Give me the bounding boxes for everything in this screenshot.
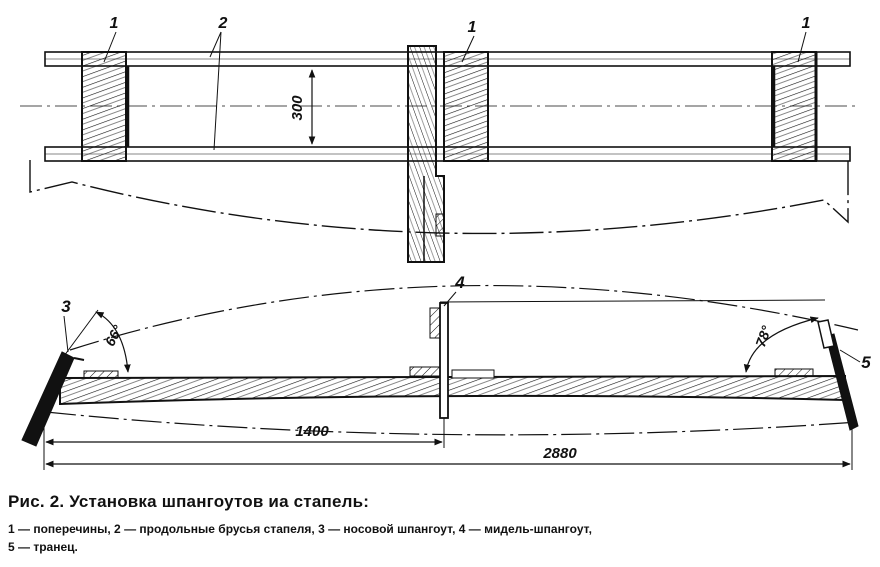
midship-frame-top (407, 45, 445, 263)
callout-1-left: 1 (103, 15, 119, 63)
callout-5: 5 (839, 349, 871, 372)
callout-1-right: 1 (797, 15, 811, 63)
caption-legend-line-2: 5 — транец. (8, 540, 78, 554)
sheer-line (69, 284, 859, 351)
svg-text:1: 1 (110, 15, 119, 32)
crossbar-left (81, 51, 127, 162)
angle-bow: 66° (63, 309, 131, 373)
dimension-2880: 2880 (45, 445, 851, 468)
slipway-diagram: 300 1 2 1 1 (20, 15, 871, 470)
dimension-2880-label: 2880 (542, 445, 577, 462)
crossbar-right (771, 51, 817, 162)
midship-frame-side (429, 302, 449, 419)
keel-line (45, 411, 859, 436)
svg-text:4: 4 (454, 273, 465, 292)
angle-stern-label: 78° (752, 323, 774, 349)
dimension-1400: 1400 (45, 423, 443, 446)
figure-caption: Рис. 2. Установка шпангоутов иа стапель:… (8, 492, 874, 556)
svg-text:2: 2 (218, 15, 228, 32)
angle-stern: 78° (743, 316, 819, 373)
side-view: 66° 78° 3 4 5 1400 2880 (21, 273, 871, 470)
svg-text:3: 3 (61, 297, 71, 316)
dimension-1400-label: 1400 (295, 423, 329, 440)
svg-text:5: 5 (861, 353, 871, 372)
caption-title: Рис. 2. Установка шпангоутов иа стапель: (8, 492, 370, 511)
slipway-beam (59, 374, 846, 406)
transom (817, 319, 859, 431)
callout-1-middle: 1 (461, 19, 477, 63)
callout-3: 3 (61, 297, 71, 353)
callout-2: 2 (209, 15, 228, 151)
caption-legend-line-1: 1 — поперечины, 2 — продольные брусья ст… (8, 522, 592, 536)
top-view: 300 1 2 1 1 (20, 15, 860, 263)
dimension-300: 300 (289, 69, 316, 145)
bow-frame (21, 351, 85, 447)
svg-text:1: 1 (802, 15, 811, 32)
crossbar-middle (443, 51, 489, 162)
dimension-300-label: 300 (289, 95, 306, 121)
callout-4: 4 (443, 273, 465, 307)
svg-text:1: 1 (468, 19, 477, 36)
